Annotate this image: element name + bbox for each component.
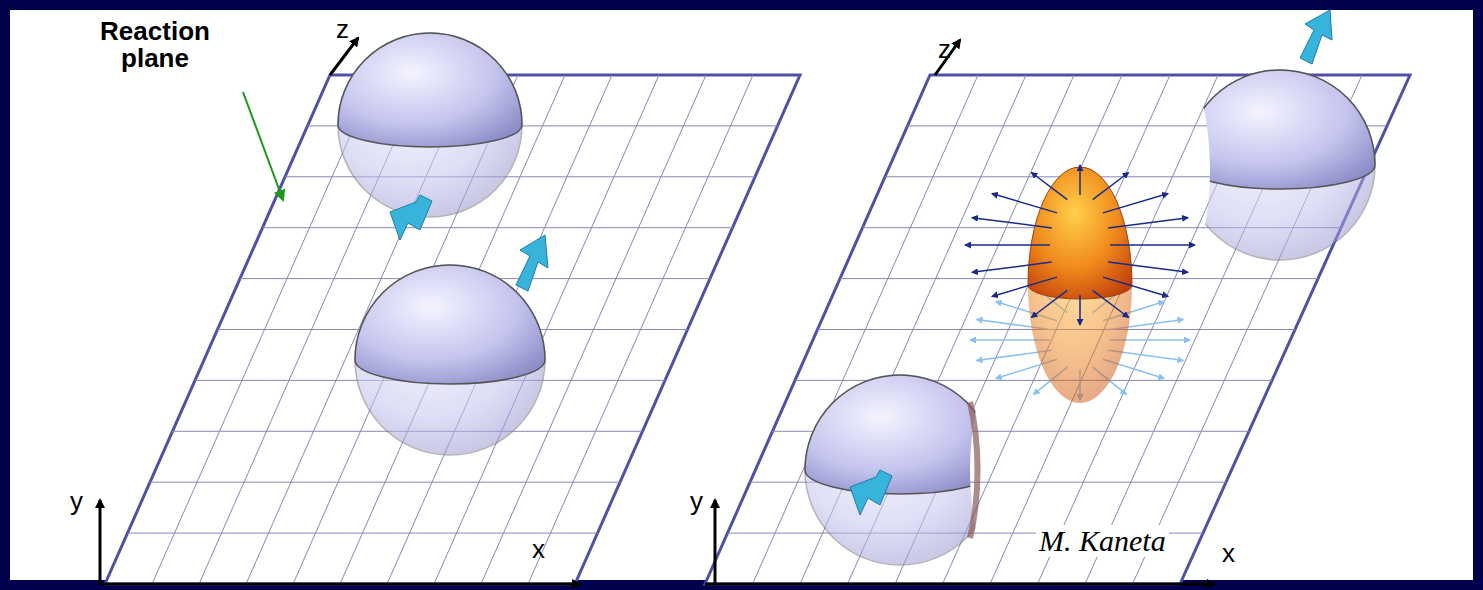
- z-axis: [330, 38, 358, 75]
- cut-face: [970, 402, 978, 538]
- axis-label: z: [938, 36, 951, 63]
- axis-label: y: [690, 488, 703, 515]
- velocity-arrow: [516, 235, 548, 291]
- axis-label: x: [1222, 540, 1235, 567]
- velocity-arrow: [1300, 10, 1332, 64]
- y-axis: [99, 500, 102, 585]
- spectator-fragment: [805, 375, 995, 565]
- plane-label: Reaction plane: [80, 18, 230, 73]
- axis-label: z: [336, 16, 349, 43]
- velocity-arrow: [390, 195, 432, 240]
- nucleus-sphere: [355, 265, 545, 455]
- credit-label: M. Kaneta: [1036, 525, 1169, 557]
- axis-label: y: [70, 488, 83, 515]
- axis-label: x: [532, 536, 545, 563]
- x-axis: [705, 583, 1215, 586]
- flow-arrows: [965, 165, 1195, 325]
- y-axis: [714, 500, 717, 585]
- velocity-arrow: [850, 470, 892, 515]
- nucleus-sphere: [338, 33, 522, 217]
- fireball: [1028, 167, 1132, 403]
- leader-line: [243, 92, 283, 200]
- x-axis: [100, 583, 580, 586]
- spectator-fragment: [1185, 70, 1375, 260]
